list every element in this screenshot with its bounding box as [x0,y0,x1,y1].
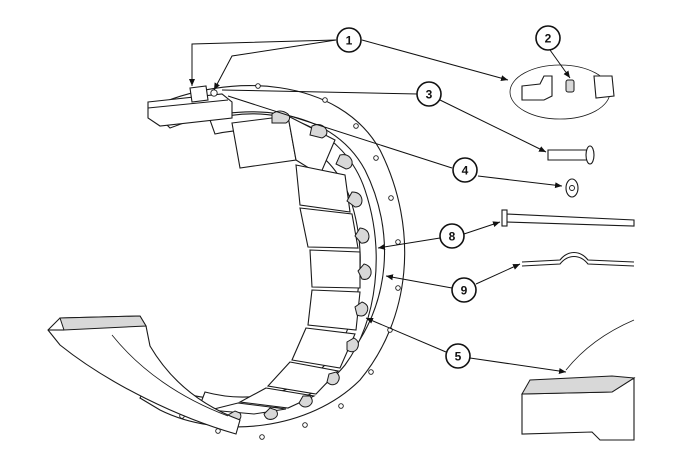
small-nut [565,79,575,93]
friction-blocks [209,115,361,415]
pin-bolt [547,149,589,161]
long-rod [505,213,635,227]
callout-1-label: 1 [346,34,353,48]
lower-end-face [59,315,147,331]
leader-lines [189,39,571,374]
detail-parts [501,64,636,441]
callout-2: 2 [535,25,561,51]
wave-spring [521,251,635,263]
callout-2-label: 2 [545,32,552,46]
main-assembly [47,83,406,440]
flange-bolt-holes [179,83,401,440]
lower-end-segment [47,315,241,435]
callout-4-label: 4 [462,164,469,178]
elbow-fitting [189,85,209,103]
callout-4: 4 [452,157,478,183]
callout-3-label: 3 [426,88,433,102]
hex-fitting [593,75,615,99]
callout-9-label: 9 [461,284,468,298]
elbow-connector [521,75,553,101]
callout-3: 3 [416,81,442,107]
callout-1: 1 [336,27,362,53]
callout-8-label: 8 [449,230,456,244]
fitting-port [210,89,218,97]
spring-clips [227,110,372,422]
callout-9: 9 [451,277,477,303]
callout-5: 5 [445,343,471,369]
callout-8: 8 [439,223,465,249]
callout-5-label: 5 [455,350,462,364]
